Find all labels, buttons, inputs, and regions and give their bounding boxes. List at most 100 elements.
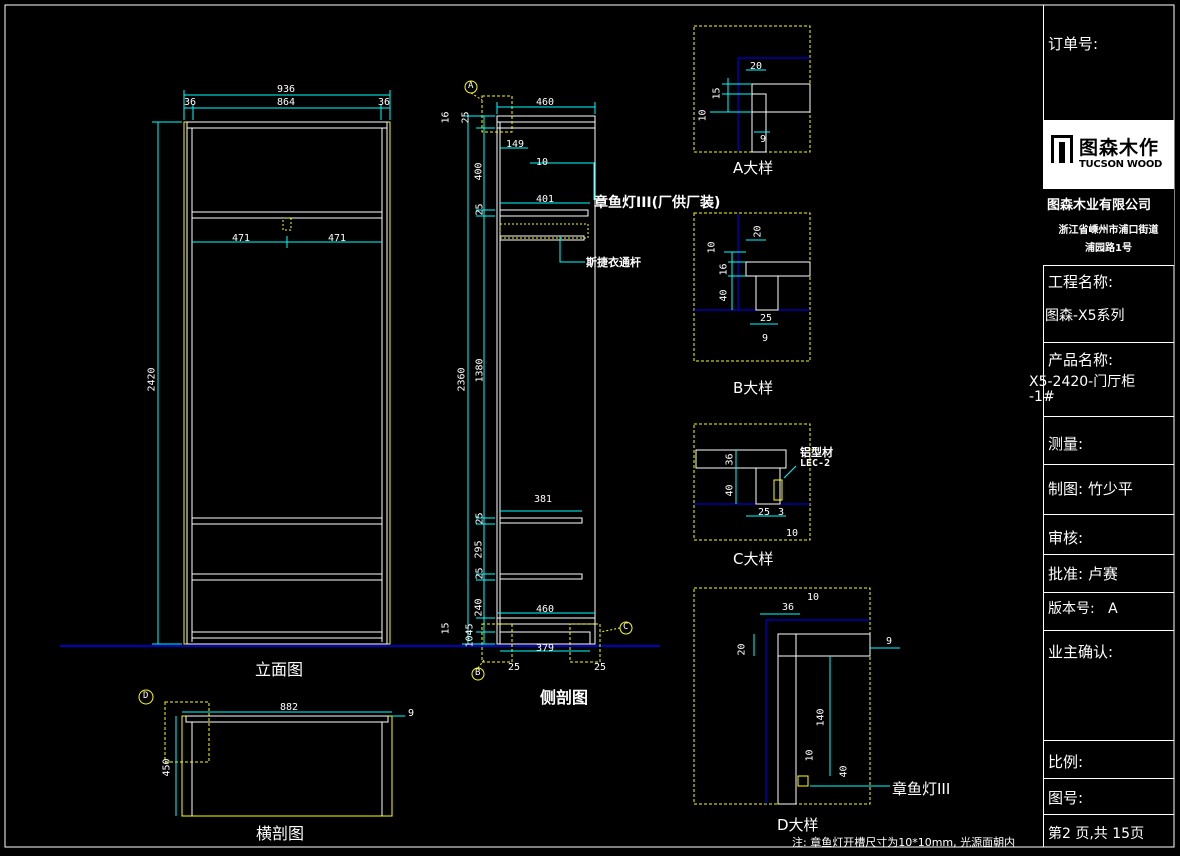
owner-confirm-cell: 业主确认: [1043,631,1174,741]
detail-b-title: B大样 [733,379,774,397]
approve-cell: 批准: 卢赛 [1043,555,1174,593]
plan-section-title: 横剖图 [256,824,305,843]
elevation-title: 立面图 [255,660,304,679]
project-value: 图森-X5系列 [1045,308,1125,324]
measure-cell: 测量: [1043,417,1174,465]
project-cell: 工程名称: 图森-X5系列 [1043,265,1174,343]
product-value-1: X5-2420-门厅柜 [1029,374,1136,390]
company-address-1: 浙江省嵊州市浦口街道 [1058,225,1159,236]
dim-c-36: 36 [724,453,736,466]
approve-label: 批准: 卢赛 [1048,565,1118,583]
dim-d-36: 36 [782,602,795,613]
dim-plan-width: 882 [280,702,299,713]
order-number-label: 订单号: [1048,35,1099,53]
version-cell: 版本号: A [1043,593,1174,631]
dim-side-1045: 1045 [464,623,476,648]
footnote: 注: 章鱼灯开槽尺寸为10*10mm, 光源面朝内 [792,836,1016,849]
tag-c: C [623,622,629,632]
company-info: 图森木业有限公司 浙江省嵊州市浦口街道 浦园路1号 [1043,189,1174,266]
side-section-view [462,80,633,681]
light-callout: 章鱼灯III(厂供厂装) [594,195,721,211]
detail-d-title: D大样 [777,816,819,834]
dim-side-foot-left: 25 [508,662,521,673]
dim-b-20: 20 [752,225,764,238]
dim-side-381: 381 [534,494,553,505]
company-logo: 图森木作 TUCSON WOOD [1043,121,1174,190]
profile-label-2: LEC-2 [800,458,831,469]
dim-d-40: 40 [838,765,850,778]
detail-c-title: C大样 [733,550,774,568]
dim-plan-9: 9 [408,708,415,719]
elevation-view [60,90,660,647]
dim-side-15: 15 [440,622,452,635]
dim-side-1380: 1380 [474,358,486,383]
dim-left-side: 36 [184,97,197,108]
product-cell: 产品名称: X5-2420-门厅柜 -1# [1029,343,1174,417]
dim-side-25d: 25 [474,567,486,580]
project-label: 工程名称: [1048,273,1114,291]
dim-plan-depth: 450 [161,758,173,777]
detail-a-title: A大样 [733,159,774,177]
logo-text-en: TUCSON WOOD [1079,159,1163,170]
detail-c-view [693,423,811,541]
dim-d-20: 20 [736,643,748,656]
dim-side-2360: 2360 [456,367,468,392]
side-section-title: 侧剖图 [540,688,589,707]
owner-confirm-label: 业主确认: [1048,643,1114,661]
dim-side-25b: 25 [474,203,486,216]
dim-b-16: 16 [718,263,730,276]
plan-section-view [138,689,405,817]
profile-label-1: 铝型材 [800,446,833,459]
dim-a-15: 15 [711,87,723,100]
page-label: 第2 页,共 15页 [1048,826,1145,842]
dim-c-40: 40 [724,484,736,497]
logo-icon [1051,135,1073,163]
dim-d-10: 10 [807,592,820,603]
dim-right-side: 36 [378,97,391,108]
dim-side-25a: 25 [460,111,472,124]
dim-b-40: 40 [718,289,730,302]
dim-half-right: 471 [328,233,347,244]
tag-b: B [475,668,481,678]
dim-b-9: 9 [762,333,769,344]
dim-side-16: 16 [440,111,452,124]
dim-a-10: 10 [697,109,709,122]
dim-height: 2420 [146,367,158,392]
dim-c-10: 10 [786,528,799,539]
dim-side-10: 10 [536,157,549,168]
order-number-cell: 订单号: [1043,5,1174,121]
dim-half-left: 471 [232,233,251,244]
scale-cell: 比例: [1043,741,1174,779]
drawn-by-cell: 制图: 竹少平 [1043,465,1174,515]
dim-d-9: 9 [886,636,893,647]
dim-b-10: 10 [706,241,718,254]
review-cell: 审核: [1043,515,1174,555]
detail-d-light: 章鱼灯III [892,780,951,798]
dim-side-400: 400 [473,162,485,181]
detail-d-view [693,587,900,805]
tag-d: D [143,691,149,701]
dim-side-depth-bottom: 460 [536,604,555,615]
product-value-2: -1# [1029,389,1055,405]
drawn-by-label: 制图: 竹少平 [1048,480,1133,498]
dim-c-3: 3 [778,507,785,518]
drawing-number-label: 图号: [1048,789,1084,807]
dim-side-149: 149 [506,139,525,150]
review-label: 审核: [1048,529,1084,547]
detail-b-view [693,212,811,362]
dim-side-401: 401 [536,194,555,205]
dim-d-10b: 10 [804,749,816,762]
sheet-border [4,4,1175,848]
dim-a-20: 20 [750,61,763,72]
dim-side-depth-top: 460 [536,97,555,108]
rod-callout: 斯捷衣通杆 [586,256,641,269]
version-label: 版本号: A [1048,601,1118,617]
dim-side-25c: 25 [474,512,486,525]
dim-a-9: 9 [760,134,767,145]
dim-overall-width: 936 [277,84,296,95]
tag-a: A [468,81,474,91]
logo-text-cn: 图森木作 [1079,137,1160,159]
dim-side-240: 240 [473,598,485,617]
scale-label: 比例: [1048,753,1084,771]
